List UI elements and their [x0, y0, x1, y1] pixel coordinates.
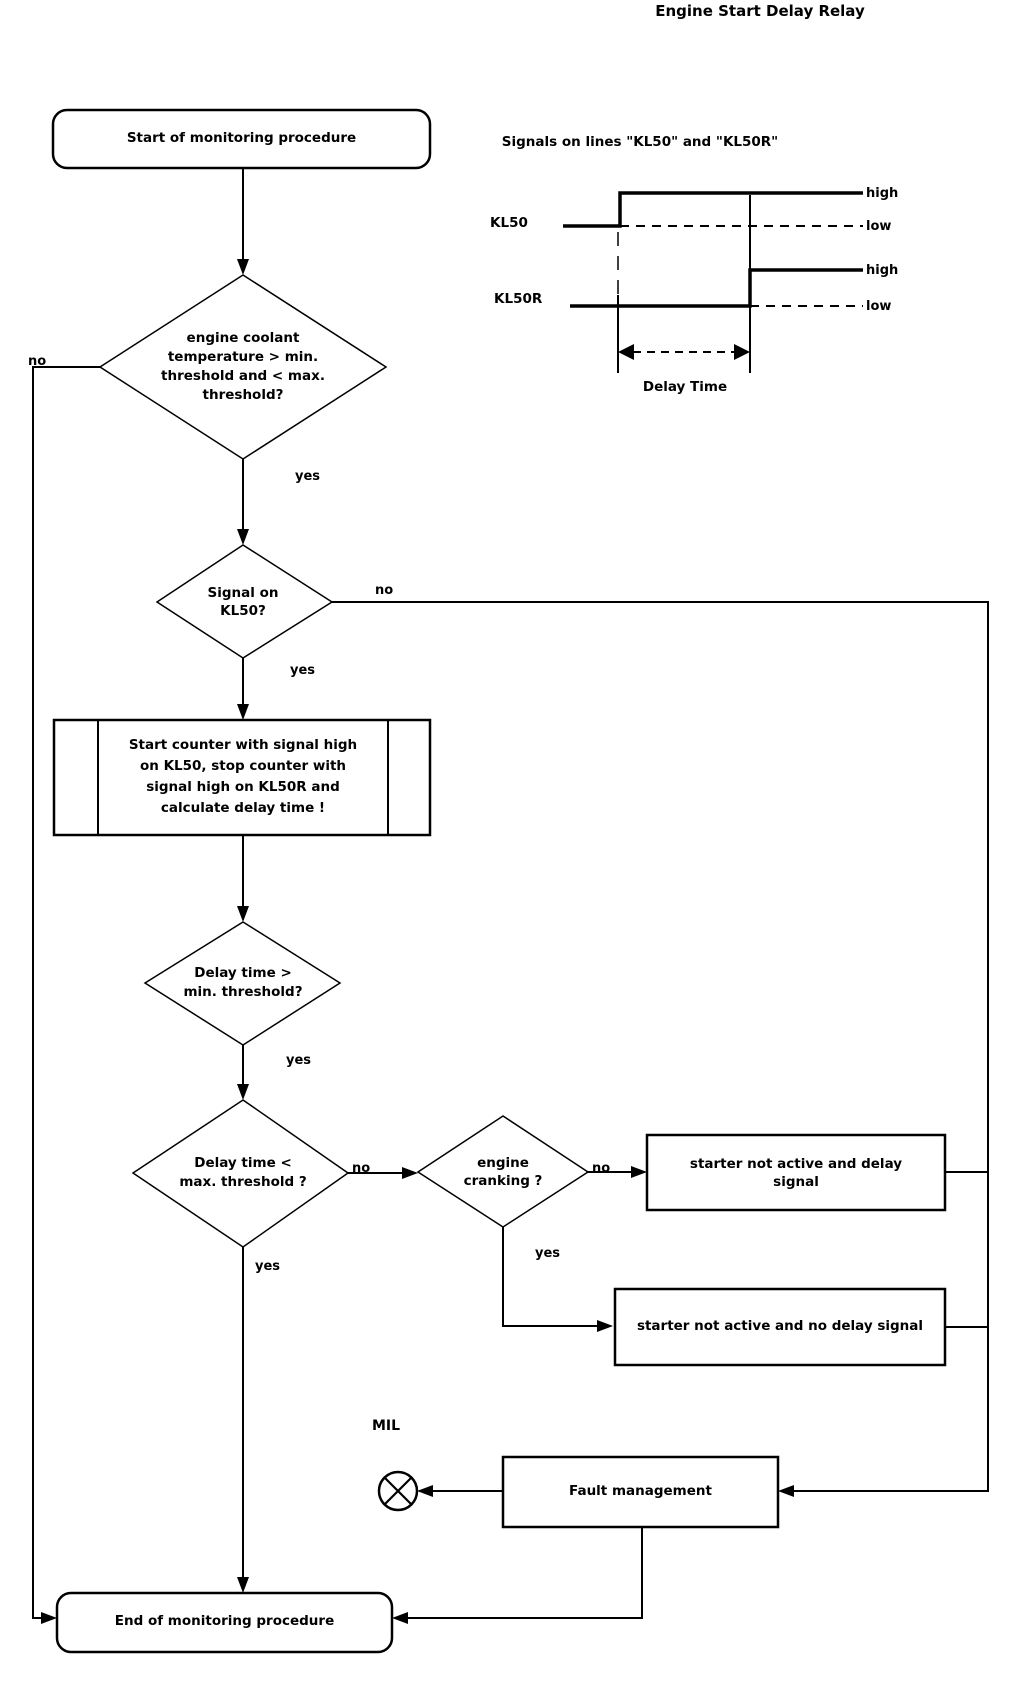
edge-coolant-no-to-end — [32, 366, 100, 1624]
decision-cranking-line2: cranking ? — [463, 1173, 543, 1189]
process-counter-shape — [52, 718, 432, 837]
coolant-no-label: no — [28, 354, 47, 369]
kl50-high-label: high — [866, 186, 899, 201]
decision-min-line1: Delay time > — [194, 965, 292, 981]
kl50r-low-label: low — [866, 299, 892, 314]
mil-label: MIL — [372, 1418, 401, 1434]
kl50-waveform — [563, 191, 863, 228]
edge-cranking-yes-to-nodelaybox — [502, 1227, 613, 1332]
delay-time-label: Delay Time — [642, 379, 728, 395]
decision-kl50-line1: Signal on — [207, 585, 279, 601]
decision-coolant-line4: threshold? — [202, 387, 284, 403]
decision-cranking-text: engine cranking ? — [423, 1154, 583, 1190]
box-delay-signal-shape — [645, 1133, 947, 1212]
box-delay-signal-line1: starter not active and delay — [689, 1156, 903, 1172]
decision-coolant-line1: engine coolant — [186, 330, 300, 346]
delay-arrowhead-right — [734, 344, 750, 360]
coolant-yes-label: yes — [295, 469, 321, 484]
kl50r-label: KL50R — [494, 291, 543, 307]
end-node-shape — [55, 1591, 394, 1654]
edge-fault-to-end — [392, 1527, 643, 1624]
decision-min-line2: min. threshold? — [183, 984, 303, 1000]
decision-max-shape — [131, 1099, 350, 1248]
decision-kl50-text: Signal on KL50? — [163, 584, 323, 620]
end-node-label: End of monitoring procedure — [114, 1613, 335, 1629]
fault-management-shape — [501, 1455, 780, 1529]
decision-cranking-line1: engine — [477, 1155, 529, 1171]
signals-caption: Signals on lines "KL50" and "KL50R" — [501, 134, 779, 150]
cranking-no-label: no — [592, 1161, 611, 1176]
process-counter-text: Start counter with signal high on KL50, … — [98, 735, 388, 819]
decision-coolant-shape — [98, 274, 388, 460]
kl50-no-label: no — [375, 583, 394, 598]
process-counter-line4: calculate delay time ! — [160, 800, 326, 816]
process-counter-line3: signal high on KL50R and — [146, 779, 340, 795]
edge-kl50-no-to-fault — [332, 601, 989, 1497]
kl50-low-label: low — [866, 219, 892, 234]
decision-max-line1: Delay time < — [194, 1155, 292, 1171]
page-title: Engine Start Delay Relay — [655, 2, 865, 20]
decision-max-line2: max. threshold ? — [179, 1174, 307, 1190]
delay-arrowhead-left — [618, 344, 634, 360]
signal-timing-diagram — [563, 191, 863, 373]
decision-min-text: Delay time > min. threshold? — [143, 964, 343, 1002]
max-yes-label: yes — [255, 1259, 281, 1274]
box-delay-signal-line2: signal — [773, 1174, 819, 1190]
decision-kl50-line2: KL50? — [220, 603, 266, 619]
kl50-label: KL50 — [490, 215, 528, 231]
cranking-yes-label: yes — [535, 1246, 561, 1261]
start-node-shape — [51, 108, 432, 170]
decision-cranking-shape — [416, 1115, 590, 1228]
fault-management-label: Fault management — [569, 1483, 712, 1499]
kl50-yes-label: yes — [290, 663, 316, 678]
min-yes-label: yes — [286, 1053, 312, 1068]
decision-coolant-line3: threshold and < max. — [161, 368, 325, 384]
mil-lamp-cross-2 — [384, 1477, 412, 1505]
decision-min-shape — [143, 921, 342, 1046]
box-no-delay-signal-text: starter not active and no delay signal — [636, 1318, 924, 1334]
process-counter-line2: on KL50, stop counter with — [139, 758, 347, 774]
kl50r-high-label: high — [866, 263, 899, 278]
start-node-label: Start of monitoring procedure — [126, 130, 357, 146]
max-no-label: no — [352, 1161, 371, 1176]
process-counter-line1: Start counter with signal high — [128, 737, 358, 753]
decision-coolant-line2: temperature > min. — [167, 349, 319, 365]
decision-coolant-text: engine coolant temperature > min. thresh… — [113, 329, 373, 405]
kl50r-waveform — [570, 268, 863, 308]
decision-kl50-shape — [155, 544, 334, 659]
box-no-delay-signal-shape — [613, 1287, 947, 1367]
box-delay-signal-text: starter not active and delay signal — [649, 1155, 943, 1191]
decision-max-text: Delay time < max. threshold ? — [123, 1154, 363, 1192]
